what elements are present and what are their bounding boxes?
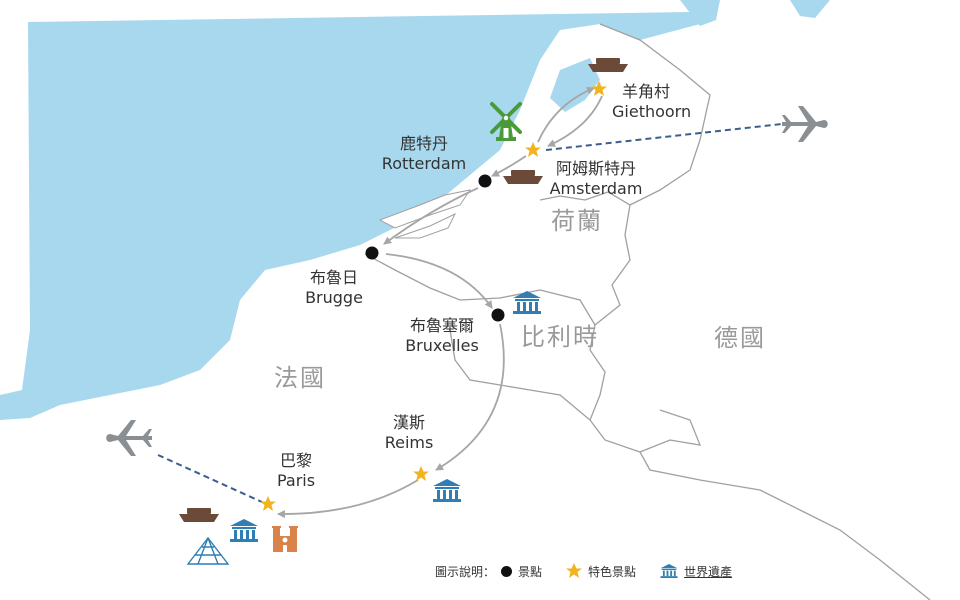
spot-brugge — [365, 246, 379, 260]
plane-icon-departure — [106, 420, 152, 456]
route-amsterdam-rotterdam — [491, 155, 527, 177]
label-giethoorn: 羊角村 Giethoorn — [612, 82, 691, 122]
label-giethoorn-en: Giethoorn — [612, 102, 692, 121]
legend: 圖示說明： 景點 特色景點 世界遺產 — [435, 560, 732, 582]
label-paris-en: Paris — [276, 471, 316, 490]
legend-heritage: 世界遺產 — [684, 564, 733, 579]
pyramid-icon — [186, 536, 230, 565]
country-germany: 德國 — [714, 324, 766, 352]
legend-dot-icon — [501, 565, 513, 577]
legend-star-icon — [566, 563, 583, 578]
cathedral-icon — [272, 526, 298, 552]
route-brugge-bruxelles — [385, 253, 493, 309]
boat-icon-giethoorn — [588, 58, 628, 72]
spot-bruxelles — [491, 308, 505, 322]
heritage-icon-paris — [230, 519, 258, 542]
label-reims-en: Reims — [384, 433, 434, 452]
label-amsterdam-zh: 阿姆斯特丹 — [555, 159, 637, 178]
label-brugge-zh: 布魯日 — [309, 268, 359, 287]
label-brugge-en: Brugge — [305, 288, 363, 307]
legend-spot: 景點 — [518, 564, 543, 579]
route-reims-paris — [277, 479, 419, 519]
legend-title: 圖示說明： — [435, 564, 496, 579]
label-giethoorn-zh: 羊角村 — [622, 82, 671, 101]
boat-icon-paris — [179, 508, 219, 522]
label-paris-zh: 巴黎 — [279, 451, 312, 470]
route-rotterdam-brugge — [383, 187, 479, 245]
country-france: 法國 — [274, 364, 326, 392]
label-reims-zh: 漢斯 — [392, 413, 426, 432]
route-amsterdam-giethoorn — [537, 86, 595, 143]
country-netherlands: 荷蘭 — [551, 207, 603, 235]
flight-line-departure — [157, 454, 263, 503]
legend-featured: 特色景點 — [588, 564, 637, 579]
delta — [378, 189, 472, 239]
label-reims: 漢斯 Reims — [385, 413, 434, 453]
label-rotterdam-zh: 鹿特丹 — [399, 134, 449, 153]
route-bruxelles-reims — [435, 323, 505, 471]
label-rotterdam: 鹿特丹 Rotterdam — [382, 134, 466, 174]
label-amsterdam: 阿姆斯特丹 Amsterdam — [550, 159, 643, 199]
windmill-icon — [490, 102, 522, 141]
label-amsterdam-en: Amsterdam — [549, 179, 643, 198]
star-paris — [260, 496, 276, 511]
sea-north — [680, 0, 830, 26]
boat-icon-amsterdam — [503, 170, 543, 184]
label-bruxelles: 布魯塞爾 Bruxelles — [405, 316, 479, 356]
star-amsterdam — [525, 142, 541, 157]
label-rotterdam-en: Rotterdam — [381, 154, 467, 173]
label-brugge: 布魯日 Brugge — [305, 268, 363, 308]
heritage-icon-reims — [433, 479, 461, 502]
ijsselmeer — [550, 58, 600, 112]
flight-line-arrival — [545, 123, 783, 151]
route — [277, 86, 603, 519]
heritage-icon-bruxelles — [513, 291, 541, 314]
star-giethoorn — [591, 81, 607, 96]
label-bruxelles-en: Bruxelles — [405, 336, 479, 355]
label-paris: 巴黎 Paris — [277, 451, 315, 491]
star-reims — [413, 466, 429, 481]
label-bruxelles-zh: 布魯塞爾 — [409, 316, 474, 335]
country-belgium: 比利時 — [521, 323, 599, 351]
plane-icon — [782, 106, 828, 142]
legend-heritage-icon — [660, 564, 678, 578]
sea — [0, 12, 700, 420]
spot-rotterdam — [478, 174, 492, 188]
route-giethoorn-amsterdam — [547, 95, 603, 147]
country-borders — [364, 23, 931, 600]
